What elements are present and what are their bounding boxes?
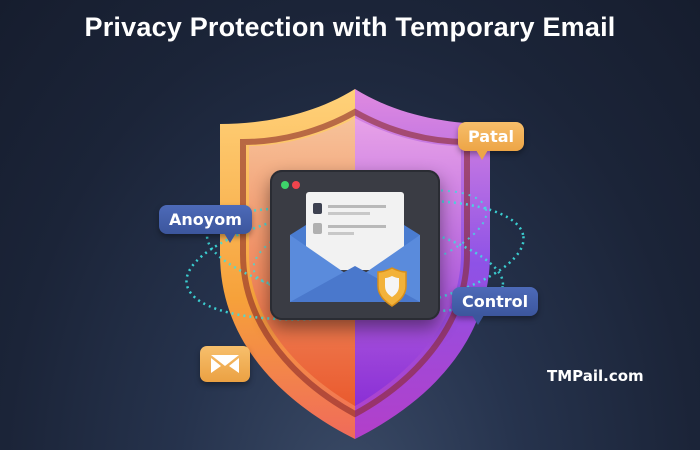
anonymous-bubble: Anoyom — [159, 205, 252, 243]
mail-tile-icon — [200, 346, 250, 382]
window-red-dot — [292, 181, 300, 189]
brand-label: TMPail.com — [547, 367, 644, 385]
patal-label: Patal — [468, 127, 515, 146]
page-title: Privacy Protection with Temporary Email — [84, 12, 616, 42]
window-green-dot — [281, 181, 289, 189]
patal-bubble: Patal — [458, 122, 525, 160]
control-label: Control — [462, 292, 529, 311]
control-bubble: Control — [452, 287, 539, 325]
anonymous-label: Anoyom — [169, 210, 242, 229]
envelope-icon — [280, 180, 430, 310]
